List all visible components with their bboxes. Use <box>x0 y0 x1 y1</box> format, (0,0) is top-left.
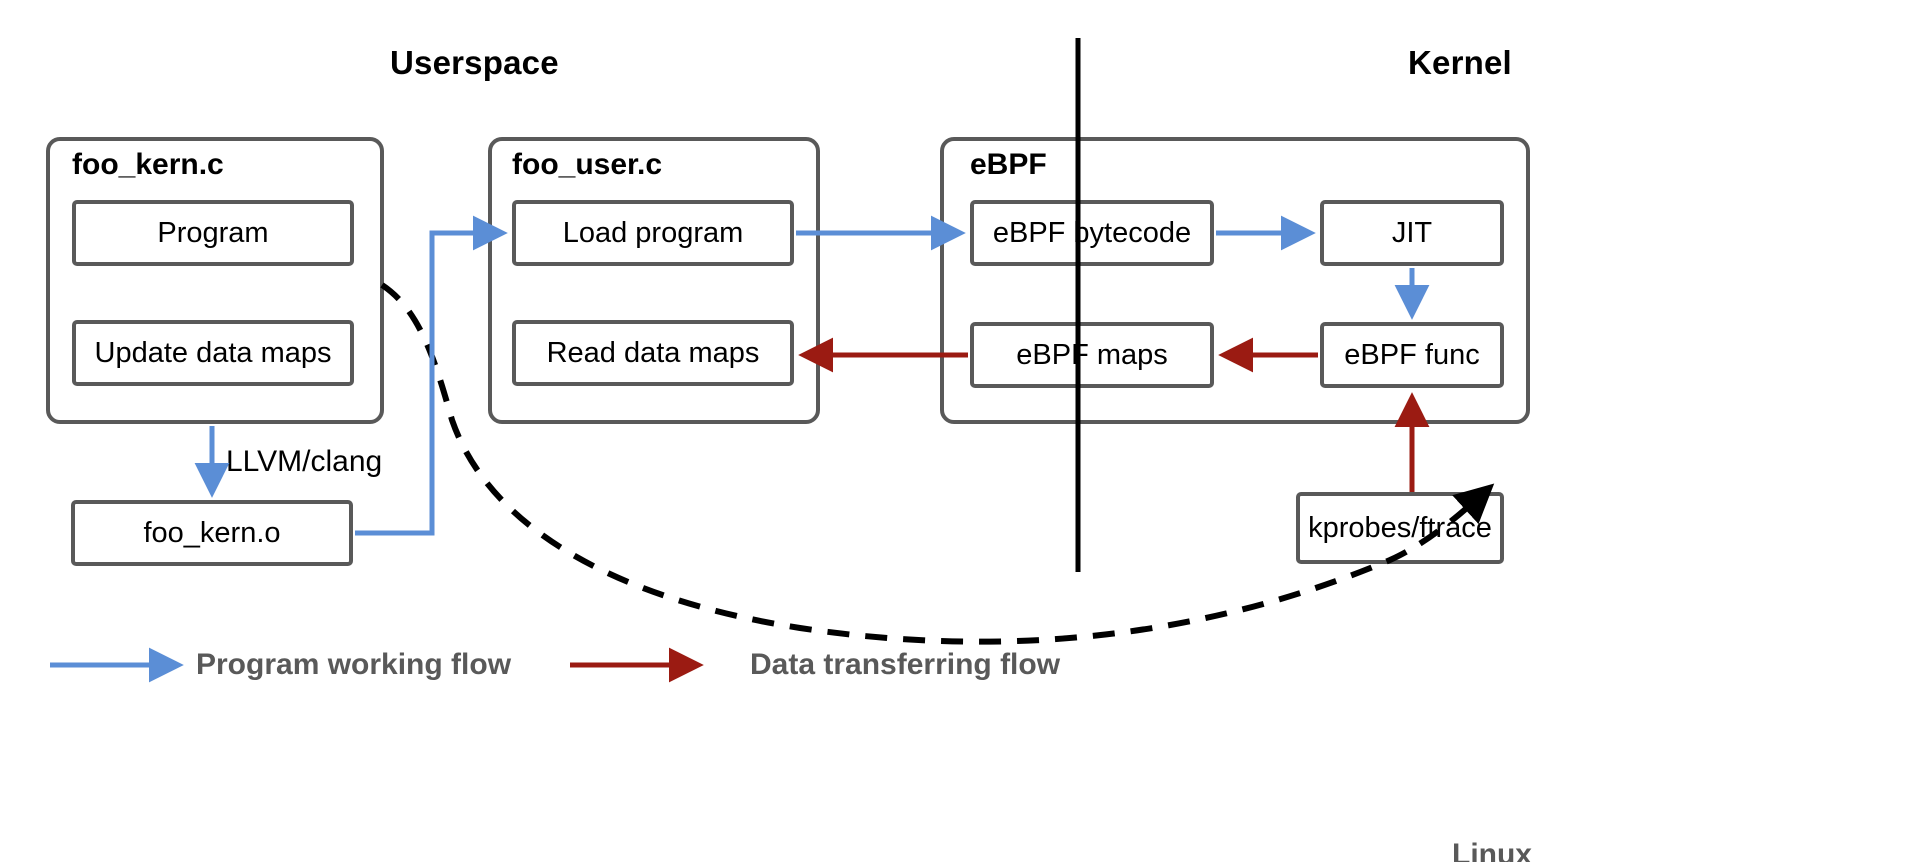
node-load-program[interactable]: Load program <box>512 200 794 266</box>
node-label-kprobes-ftrace: kprobes/ftrace <box>1308 511 1492 544</box>
node-update-data-maps[interactable]: Update data maps <box>72 320 354 386</box>
edge-label-llvm-clang: LLVM/clang <box>226 445 383 478</box>
node-foo-kern-o[interactable]: foo_kern.o <box>71 500 353 566</box>
node-jit[interactable]: JIT <box>1320 200 1504 266</box>
group-title-foo-kern-c: foo_kern.c <box>72 148 224 181</box>
header-kernel: Kernel <box>1408 44 1512 81</box>
legend-label-program-working-flow: Program working flow <box>196 648 512 681</box>
node-program[interactable]: Program <box>72 200 354 266</box>
node-ebpf-maps[interactable]: eBPF maps <box>970 322 1214 388</box>
node-ebpf-func[interactable]: eBPF func <box>1320 322 1504 388</box>
group-title-ebpf: eBPF <box>970 148 1047 181</box>
node-label-read-data-maps: Read data maps <box>546 336 760 369</box>
node-label-ebpf-bytecode: eBPF bytecode <box>992 216 1192 249</box>
footer-fragment-text: Linux <box>1452 838 1532 862</box>
node-label-program: Program <box>157 216 269 249</box>
legend-label-data-transferring-flow: Data transferring flow <box>750 648 1061 681</box>
node-label-foo-kern-o: foo_kern.o <box>143 516 281 549</box>
group-title-foo-user-c: foo_user.c <box>512 148 663 181</box>
node-read-data-maps[interactable]: Read data maps <box>512 320 794 386</box>
node-label-jit: JIT <box>1391 216 1433 249</box>
header-userspace: Userspace <box>390 44 559 81</box>
node-label-update-data-maps: Update data maps <box>94 336 332 369</box>
node-label-load-program: Load program <box>562 216 744 249</box>
node-ebpf-bytecode[interactable]: eBPF bytecode <box>970 200 1214 266</box>
node-kprobes-ftrace[interactable]: kprobes/ftrace <box>1296 492 1504 564</box>
node-label-ebpf-func: eBPF func <box>1344 338 1480 371</box>
node-label-ebpf-maps: eBPF maps <box>1016 338 1168 371</box>
